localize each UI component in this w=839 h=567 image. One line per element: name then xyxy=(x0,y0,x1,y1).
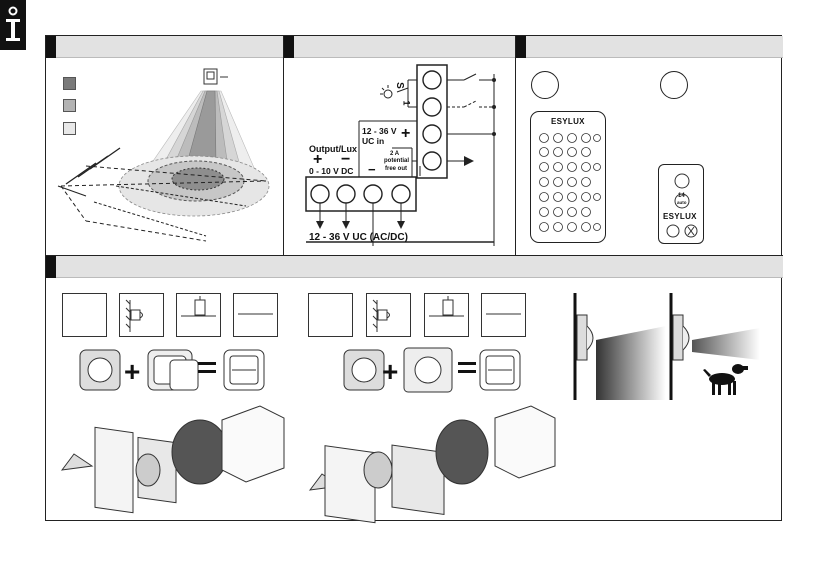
detection-cone-diagram xyxy=(46,36,284,256)
mount-option-box-6 xyxy=(366,293,411,337)
mount-option-box-3 xyxy=(176,293,221,337)
instruction-frame: S 1 12 - 36 V UC in + Output/Lux + − 0 -… xyxy=(45,35,782,521)
mount-option-box-8 xyxy=(481,293,526,337)
section-marker xyxy=(516,36,526,58)
mount-option-box-2 xyxy=(119,293,164,337)
small-remote-button-label: auto xyxy=(677,200,687,205)
supply-label: 12 - 36 V UC (AC/DC) xyxy=(309,232,408,243)
relay-s-label: S xyxy=(394,82,405,89)
info-tab xyxy=(0,0,26,50)
common-minus-label: − xyxy=(368,162,376,177)
relay-rating-1: 2 A xyxy=(390,151,399,157)
relay-rating-2: potential xyxy=(384,158,409,164)
mount-option-box-1 xyxy=(62,293,107,337)
large-remote-control: ESYLUX xyxy=(530,111,606,243)
uc-plus-label: + xyxy=(401,125,410,143)
info-icon xyxy=(0,0,26,50)
relay-rating-3: free out xyxy=(385,166,407,172)
panel-header xyxy=(516,36,783,58)
panel-header xyxy=(46,256,783,278)
uc-in-line1: 12 - 36 V xyxy=(362,126,397,136)
output-range-label: 0 - 10 V DC xyxy=(309,166,353,176)
small-remote-brand: ESYLUX xyxy=(663,212,697,221)
detection-range-panel xyxy=(46,36,284,256)
small-remote-button-number: 14 xyxy=(678,193,685,199)
mount-option-box-5 xyxy=(308,293,353,337)
uc-in-line2: UC in xyxy=(362,136,384,146)
section-marker xyxy=(46,256,56,278)
small-remote-buttons xyxy=(659,165,705,245)
remote-option-circle-1 xyxy=(531,71,559,99)
relay-1-label: 1 xyxy=(402,100,412,105)
mount-option-box-7 xyxy=(424,293,469,337)
remote-option-circle-2 xyxy=(660,71,688,99)
mount-option-box-4 xyxy=(233,293,278,337)
wiring-panel: S 1 12 - 36 V UC in + Output/Lux + − 0 -… xyxy=(284,36,516,256)
large-remote-buttons xyxy=(531,112,607,244)
small-remote-control: 14 auto ESYLUX xyxy=(658,164,704,244)
